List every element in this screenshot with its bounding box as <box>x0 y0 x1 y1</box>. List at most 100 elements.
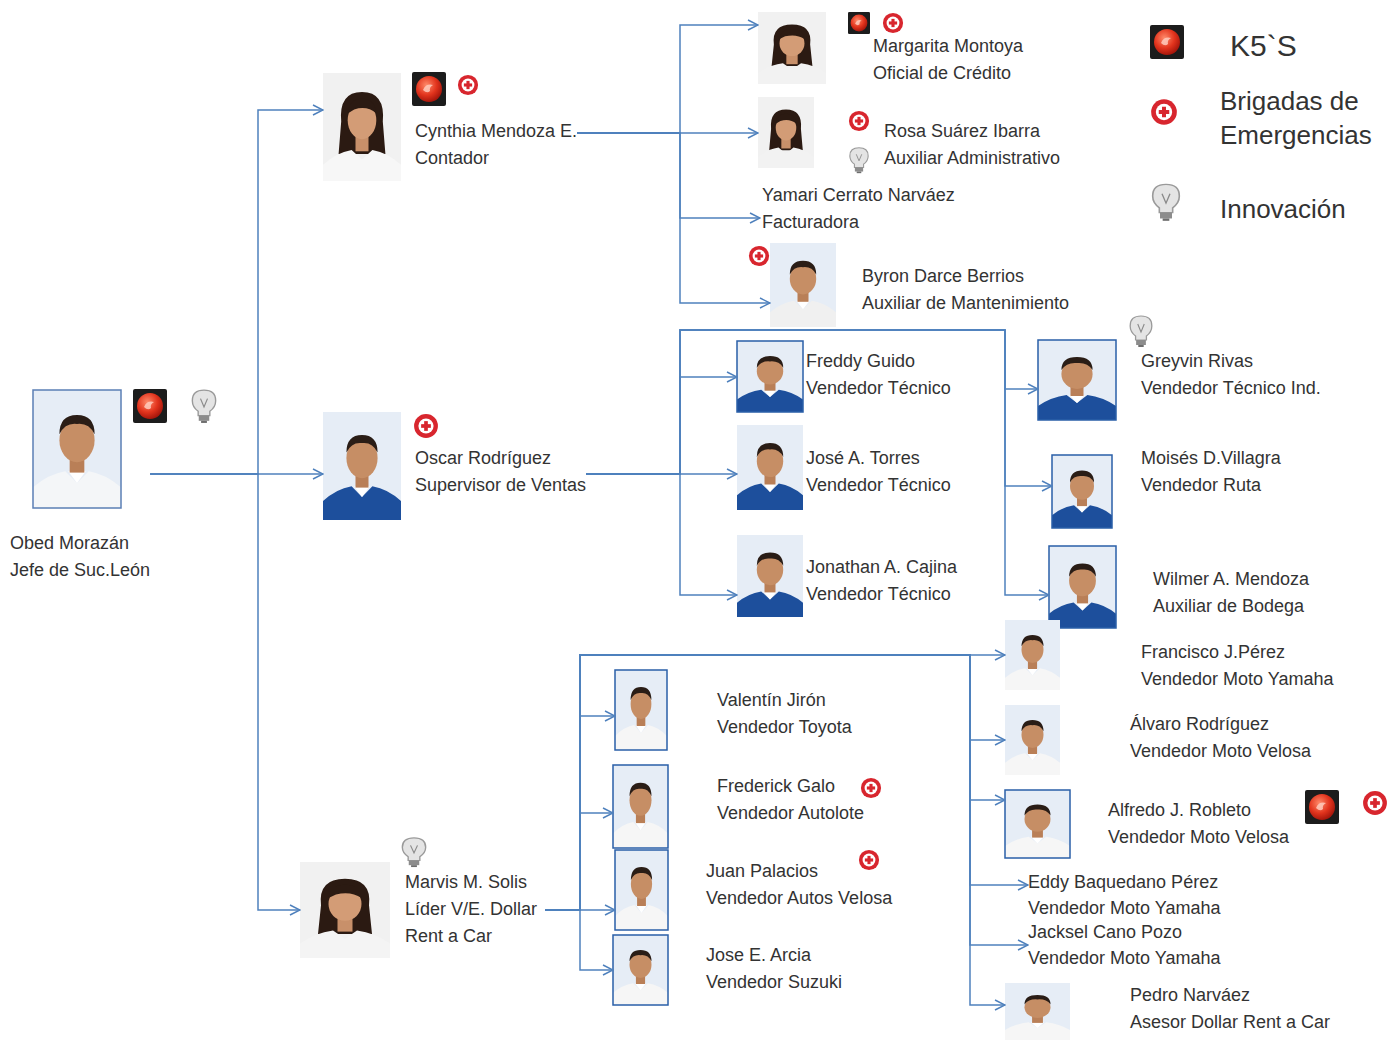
job-title: Vendedor Ruta <box>1141 472 1281 499</box>
connector-arrow <box>586 474 737 595</box>
photo <box>737 341 803 412</box>
connector-arrow <box>577 133 770 303</box>
person-card: Rosa Suárez IbarraAuxiliar Administrativ… <box>758 97 1060 172</box>
k5s-icon <box>133 389 167 423</box>
person-name: Oscar Rodríguez <box>415 445 586 472</box>
person-card: Obed MorazánJefe de Suc.León <box>10 388 150 584</box>
connector-arrow <box>586 330 1052 486</box>
brigade-icon <box>414 414 438 438</box>
job-title: Vendedor Técnico <box>806 375 951 402</box>
legend-text: Innovación <box>1220 192 1346 226</box>
person-name: Eddy Baquedano Pérez <box>1028 869 1220 895</box>
job-title: Vendedor Técnico <box>806 581 957 608</box>
photo <box>323 73 401 181</box>
person-name: Obed Morazán <box>10 530 150 557</box>
photo <box>737 425 803 510</box>
photo <box>615 850 668 930</box>
job-title: Vendedor Técnico Ind. <box>1141 375 1321 402</box>
person-card: Valentín JirónVendedor Toyota <box>615 670 852 741</box>
connector-arrow <box>577 133 760 218</box>
job-title: Asesor Dollar Rent a Car <box>1130 1009 1330 1036</box>
job-title: Vendedor Autos Velosa <box>706 885 892 912</box>
job-title: Jefe de Suc.León <box>10 557 150 584</box>
person-name: Moisés D.Villagra <box>1141 445 1281 472</box>
job-title: Vendedor Autolote <box>717 800 864 827</box>
connector-arrow <box>586 377 737 474</box>
person-name: Francisco J.Pérez <box>1141 639 1333 666</box>
job-title: Vendedor Técnico <box>806 472 951 499</box>
person-card: Alfredo J. RobletoVendedor Moto Velosa <box>1005 790 1289 851</box>
job-title: Líder V/E. Dollar Rent a Car <box>405 896 545 950</box>
innovation-icons <box>192 148 1179 867</box>
person-name: Jose E. Arcia <box>706 942 842 969</box>
connector-arrow <box>150 110 323 474</box>
person-card: José A. TorresVendedor Técnico <box>737 425 951 499</box>
connector-arrow <box>545 655 1005 910</box>
k5s-icon <box>848 12 870 34</box>
connector-arrow <box>545 655 1028 945</box>
person-card: Marvis M. SolisLíder V/E. Dollar Rent a … <box>300 862 545 950</box>
job-title: Oficial de Crédito <box>873 60 1023 87</box>
person-name: Álvaro Rodríguez <box>1130 711 1311 738</box>
brigade-icon <box>883 13 903 33</box>
person-name: Wilmer A. Mendoza <box>1153 566 1309 593</box>
photo <box>1052 455 1112 528</box>
job-title: Facturadora <box>762 209 955 236</box>
person-card: Margarita MontoyaOficial de Crédito <box>758 12 1023 87</box>
photo <box>613 935 668 1005</box>
photo <box>770 243 836 327</box>
connector-arrow <box>577 25 758 133</box>
innovation-icon <box>1130 316 1152 347</box>
k5s-icon <box>412 72 446 106</box>
job-title: Auxiliar de Mantenimiento <box>862 290 1069 317</box>
person-name: Freddy Guido <box>806 348 951 375</box>
connector-arrow <box>545 655 1028 910</box>
person-name: Marvis M. Solis <box>405 869 545 896</box>
person-name: José A. Torres <box>806 445 951 472</box>
photo <box>613 765 668 848</box>
job-title: Vendedor Moto Yamaha <box>1141 666 1333 693</box>
person-name: Greyvin Rivas <box>1141 348 1321 375</box>
person-card: Wilmer A. MendozaAuxiliar de Bodega <box>1049 546 1309 620</box>
person-card: Freddy GuidoVendedor Técnico <box>737 341 951 402</box>
brigade-icon <box>458 75 478 95</box>
innovation-icon <box>192 390 215 423</box>
brigade-icons <box>414 13 1387 870</box>
person-name: Cynthia Mendoza E. <box>415 118 577 145</box>
photo <box>1005 705 1060 775</box>
person-name: Byron Darce Berrios <box>862 263 1069 290</box>
person-name: Margarita Montoya <box>873 33 1023 60</box>
person-card: Cynthia Mendoza E.Contador <box>323 73 577 172</box>
brigade-icon <box>849 111 869 131</box>
connector-arrow <box>545 655 1005 910</box>
person-card: Jacksel Cano PozoVendedor Moto Yamaha <box>1028 919 1220 971</box>
job-title: Supervisor de Ventas <box>415 472 586 499</box>
innovation-icon <box>402 838 425 867</box>
person-card: Jose E. ArciaVendedor Suzuki <box>613 935 842 996</box>
photo <box>1038 340 1116 420</box>
job-title: Vendedor Toyota <box>717 714 852 741</box>
person-name: Jonathan A. Cajina <box>806 554 957 581</box>
person-card: Yamari Cerrato NarváezFacturadora <box>760 182 955 236</box>
connector-arrow <box>545 813 613 910</box>
person-card: Oscar RodríguezSupervisor de Ventas <box>323 412 586 499</box>
job-title: Vendedor Moto Yamaha <box>1028 945 1220 971</box>
photo <box>1049 546 1116 628</box>
k5s-icon <box>1305 790 1339 824</box>
person-name: Rosa Suárez Ibarra <box>884 118 1060 145</box>
photo <box>615 670 667 750</box>
innovation-icon <box>850 148 868 174</box>
person-card: Moisés D.VillagraVendedor Ruta <box>1052 445 1281 499</box>
photo <box>1005 620 1060 690</box>
brigade-icon <box>859 850 879 870</box>
photo <box>758 97 814 168</box>
photo <box>758 12 826 84</box>
person-name: Yamari Cerrato Narváez <box>762 182 955 209</box>
person-card: Juan PalaciosVendedor Autos Velosa <box>615 850 892 912</box>
legend-brigade-icon <box>1151 99 1177 125</box>
person-card: Francisco J.PérezVendedor Moto Yamaha <box>1005 620 1333 693</box>
person-card: Jonathan A. CajinaVendedor Técnico <box>737 535 957 608</box>
k5s-icons <box>133 12 1339 824</box>
person-card: Pedro NarváezAsesor Dollar Rent a Car <box>1005 982 1330 1036</box>
